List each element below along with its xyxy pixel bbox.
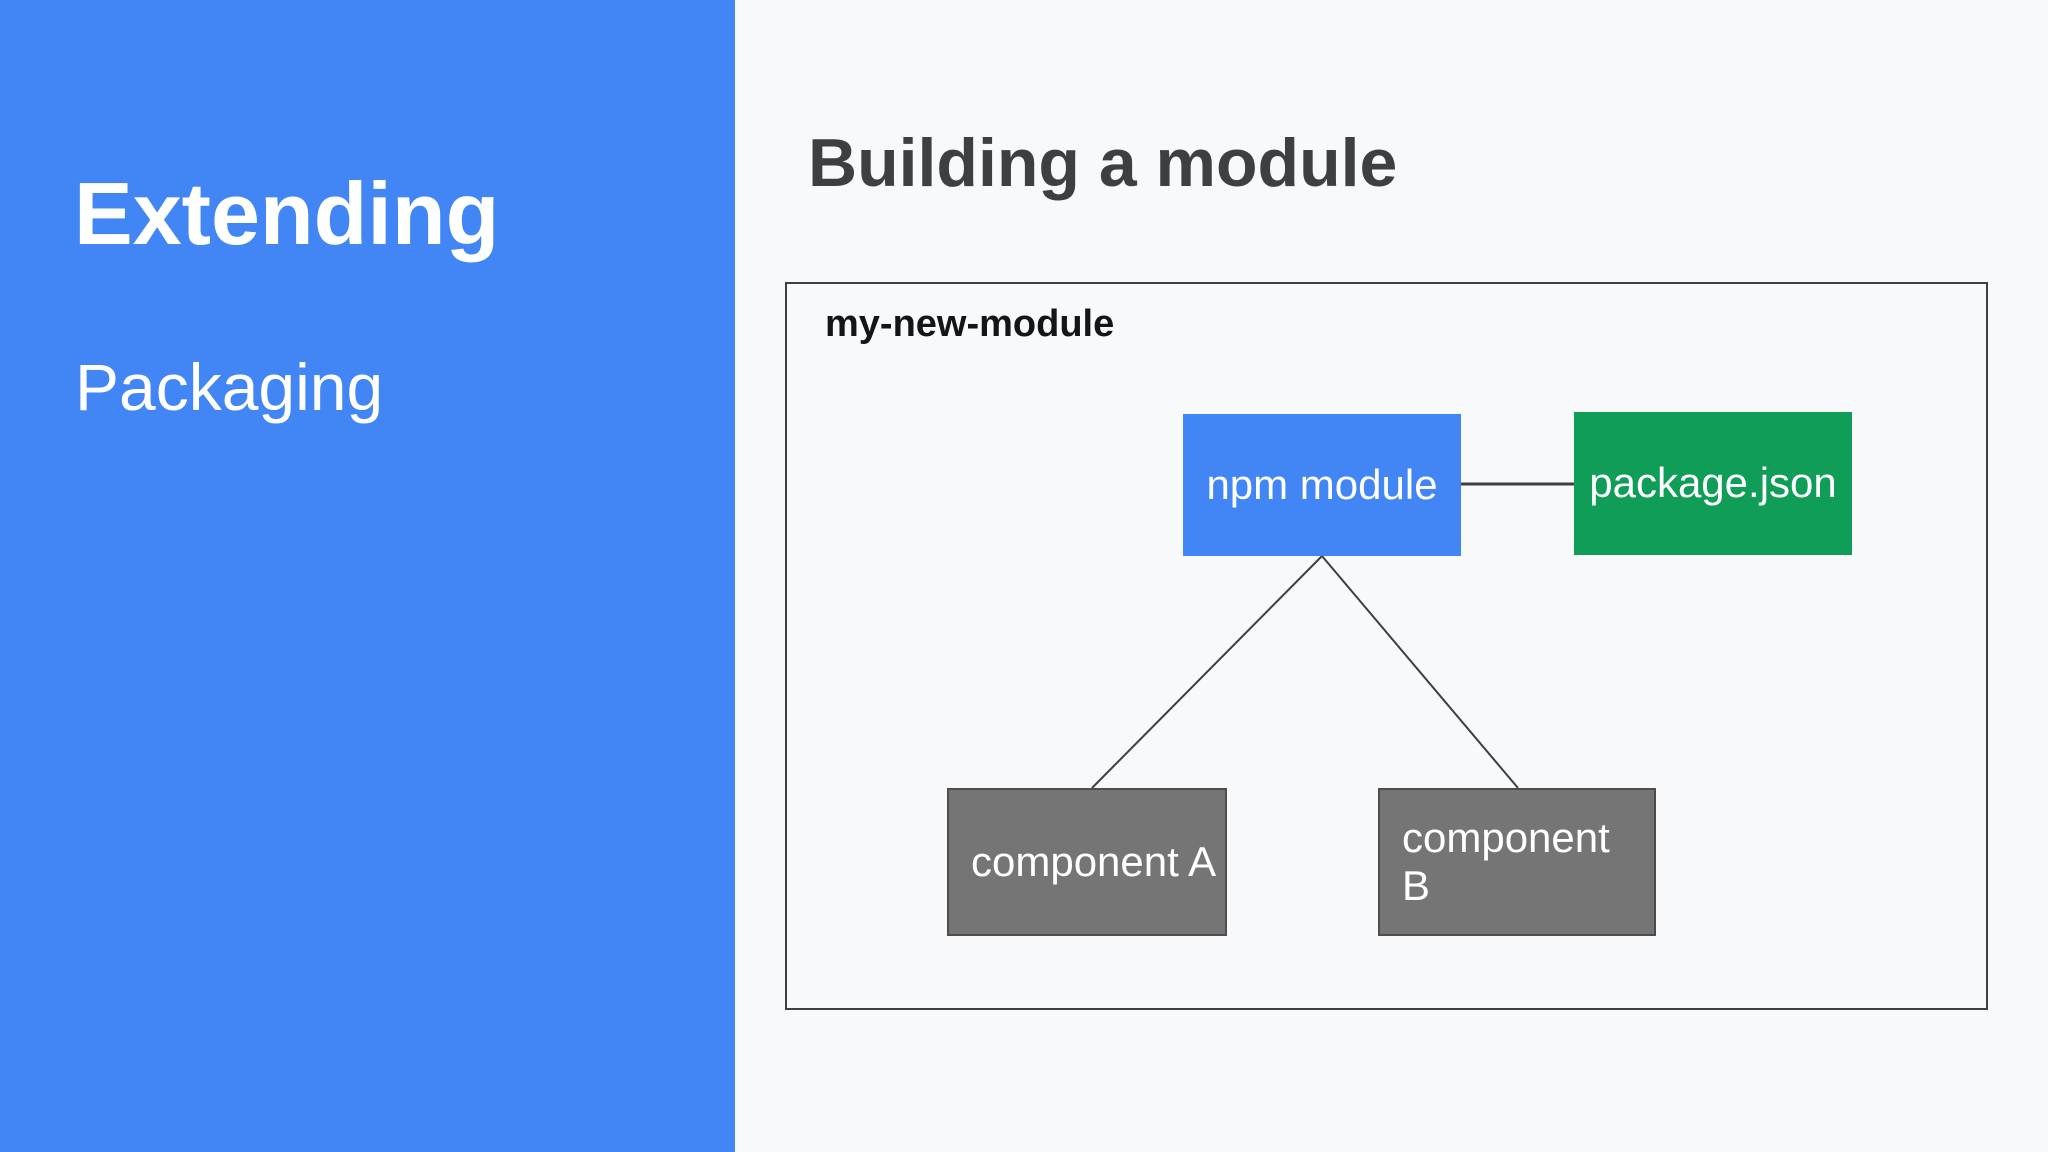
node-label: component B	[1402, 813, 1610, 909]
diagram-container-label: my-new-module	[825, 303, 1115, 345]
diagram-node-component-b: component B	[1378, 788, 1656, 936]
page-title: Building a module	[808, 125, 1398, 201]
node-label: component A	[971, 837, 1217, 885]
edge-npm-component-b	[1321, 555, 1519, 789]
slide-section-subtitle: Packaging	[75, 350, 384, 424]
sidebar: Extending Packaging	[0, 0, 735, 1152]
module-diagram-container: my-new-module npm module package.json co…	[785, 282, 1988, 1010]
diagram-node-component-a: component A	[947, 788, 1227, 936]
edge-npm-component-a	[1091, 555, 1323, 789]
node-label: npm module	[1206, 460, 1438, 508]
diagram-node-npm-module: npm module	[1183, 414, 1461, 556]
diagram-edges	[1091, 482, 1574, 789]
slide-section-title: Extending	[74, 164, 500, 263]
main-panel: Building a module my-new-module npm modu…	[735, 0, 2048, 1152]
node-label: package.json	[1589, 459, 1837, 507]
diagram-node-package-json: package.json	[1574, 412, 1852, 555]
